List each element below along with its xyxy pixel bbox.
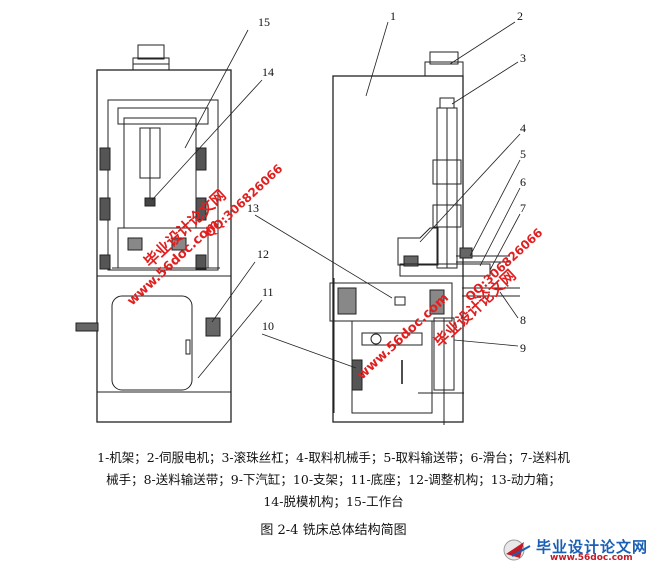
legend-line-2: 械手；8-送料输送带；9-下汽缸；10-支架；11-底座；12-调整机构；13-… <box>106 472 561 487</box>
label-11: 11 <box>262 285 274 299</box>
front-view <box>75 44 232 423</box>
watermark-right: 毕业设计论文网 www.56doc.com QQ:306826066 <box>354 226 545 383</box>
label-3: 3 <box>520 51 526 65</box>
label-4: 4 <box>520 121 526 135</box>
label-6: 6 <box>520 175 526 189</box>
label-13: 13 <box>247 201 259 215</box>
label-2: 2 <box>517 9 523 23</box>
label-7: 7 <box>520 201 526 215</box>
part-labels: 15 14 12 11 10 13 1 2 3 4 5 6 7 8 9 <box>247 9 526 355</box>
logo-name: 毕业设计论文网 <box>536 538 649 556</box>
label-5: 5 <box>520 147 526 161</box>
figure-title: 图 2-4 铣床总体结构简图 <box>260 523 407 538</box>
label-10: 10 <box>262 319 274 333</box>
legend-line-3: 14-脱模机构；15-工作台 <box>263 494 404 509</box>
side-view <box>329 51 520 425</box>
label-9: 9 <box>520 341 526 355</box>
label-8: 8 <box>520 313 526 327</box>
logo-url: www.56doc.com <box>550 553 633 563</box>
label-1: 1 <box>390 9 396 23</box>
leader-lines <box>151 21 521 379</box>
logo-mark-icon <box>503 539 531 561</box>
legend-line-1: 1-机架；2-伺服电机；3-滚珠丝杠；4-取料机械手；5-取料输送带；6-滑台；… <box>97 450 570 465</box>
label-12: 12 <box>257 247 269 261</box>
site-logo: 毕业设计论文网 www.56doc.com <box>498 534 663 564</box>
label-14: 14 <box>262 65 274 79</box>
machine-drawing: 15 14 12 11 10 13 1 2 3 4 5 6 7 8 9 毕业设计… <box>75 9 545 425</box>
label-15: 15 <box>258 15 270 29</box>
